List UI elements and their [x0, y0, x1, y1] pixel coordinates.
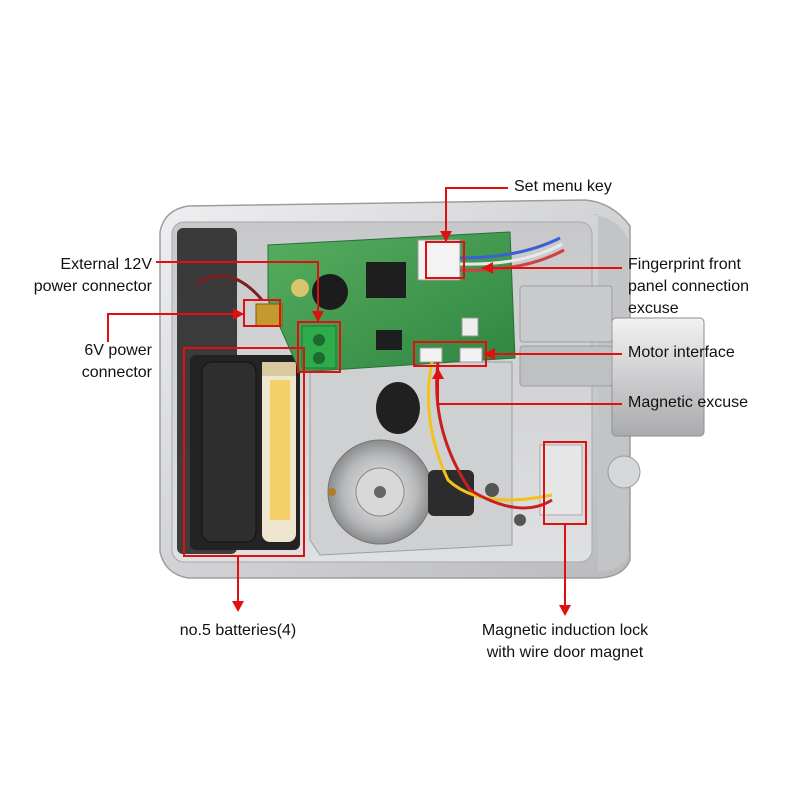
label-set-menu-key: Set menu key	[514, 178, 612, 195]
label-fingerprint-connection: Fingerprint front panel connection excus…	[628, 256, 749, 317]
label-external-12v: External 12V power connector	[33, 256, 152, 295]
label-magnetic-excuse: Magnetic excuse	[628, 394, 749, 411]
callout-lines	[107, 187, 622, 608]
highlight-set-menu-key	[425, 241, 465, 279]
arrowhead-6v	[233, 308, 244, 320]
label-batteries: no.5 batteries(4)	[179, 622, 297, 639]
highlight-6v	[243, 299, 281, 327]
callout-line-magnetic-excuse	[437, 368, 622, 405]
arrowhead-set-menu-key	[440, 231, 452, 242]
latch-bolt	[519, 285, 705, 489]
arrowhead-motor	[484, 348, 495, 360]
arrowhead-batteries	[232, 601, 244, 612]
arrowhead-magnetic-excuse	[432, 368, 444, 379]
callout-line-6v	[107, 313, 244, 342]
callout-arrowheads	[232, 231, 571, 616]
callout-line-external-12v	[156, 261, 319, 322]
highlight-batteries	[183, 347, 305, 557]
motor	[327, 439, 474, 545]
control-pcb	[255, 231, 516, 373]
label-motor-interface: Motor interface	[628, 344, 735, 361]
label-6v-power-connector: 6V power connector	[81, 342, 152, 381]
callout-line-set-menu-key	[445, 187, 508, 242]
battery-pack	[190, 355, 300, 550]
arrowhead-fingerprint	[482, 262, 493, 274]
arrowhead-external-12v	[312, 311, 324, 322]
wires	[195, 236, 565, 510]
label-magnetic-induction-lock: Magnetic induction lock with wire door m…	[481, 622, 649, 661]
arrowhead-induction-lock	[559, 605, 571, 616]
